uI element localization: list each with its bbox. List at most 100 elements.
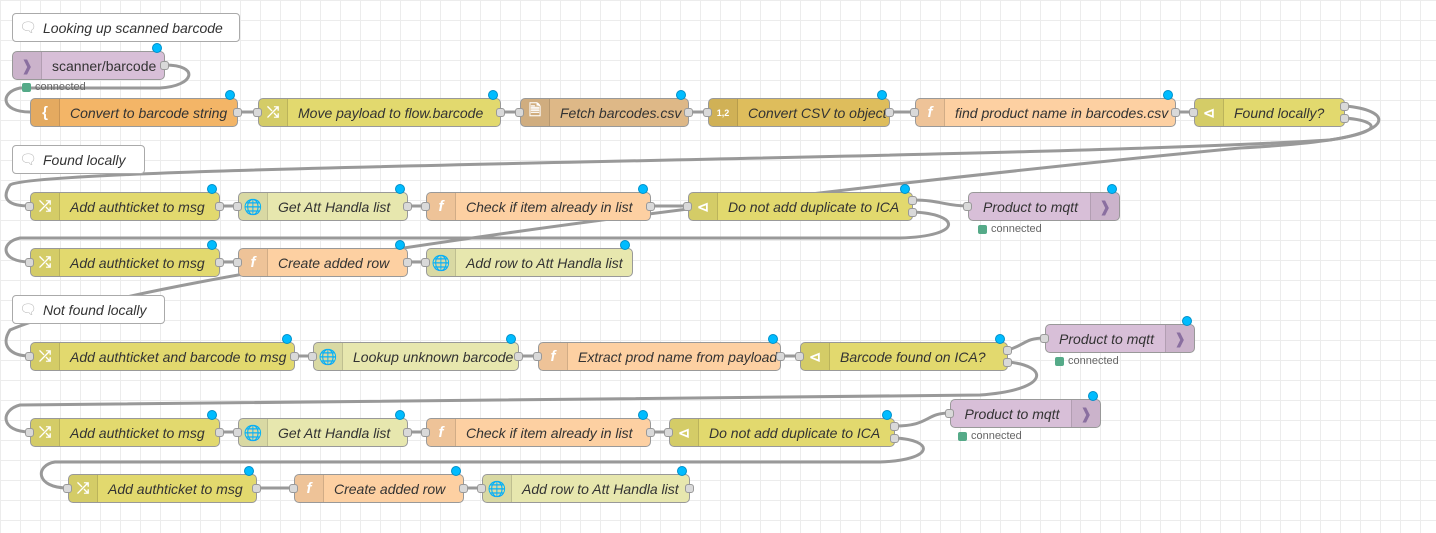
input-port[interactable]: [533, 352, 542, 361]
node-get-att-handla-list[interactable]: 🌐 Get Att Handla list: [238, 192, 408, 221]
input-port[interactable]: [664, 428, 673, 437]
node-add-authticket[interactable]: ⤮ Add authticket to msg: [68, 474, 257, 503]
output-port[interactable]: [1340, 114, 1349, 123]
node-barcode-found-switch[interactable]: ⊲ Barcode found on ICA?: [800, 342, 1008, 371]
node-get-att-handla-list[interactable]: 🌐 Get Att Handla list: [238, 418, 408, 447]
output-port[interactable]: [215, 258, 224, 267]
input-port[interactable]: [515, 108, 524, 117]
node-found-locally-switch[interactable]: ⊲ Found locally?: [1194, 98, 1345, 127]
input-port[interactable]: [1040, 334, 1049, 343]
output-port[interactable]: [684, 108, 693, 117]
output-port[interactable]: [233, 108, 242, 117]
node-scanner-barcode[interactable]: ❱ scanner/barcode: [12, 51, 165, 80]
output-port[interactable]: [215, 428, 224, 437]
output-port[interactable]: [685, 484, 694, 493]
status-scanner: connected: [22, 81, 86, 93]
output-port[interactable]: [215, 202, 224, 211]
node-product-to-mqtt[interactable]: Product to mqtt ❱: [1045, 324, 1195, 353]
output-port[interactable]: [403, 258, 412, 267]
node-fetch-barcodes[interactable]: 🗎 Fetch barcodes.csv: [520, 98, 689, 127]
output-port[interactable]: [885, 108, 894, 117]
input-port[interactable]: [795, 352, 804, 361]
output-port[interactable]: [908, 196, 917, 205]
changed-indicator: [395, 240, 405, 250]
output-port[interactable]: [908, 208, 917, 217]
input-port[interactable]: [25, 352, 34, 361]
node-add-row-list[interactable]: 🌐 Add row to Att Handla list: [426, 248, 633, 277]
node-move-payload[interactable]: ⤮ Move payload to flow.barcode: [258, 98, 501, 127]
input-port[interactable]: [233, 202, 242, 211]
output-port[interactable]: [403, 202, 412, 211]
input-port[interactable]: [421, 258, 430, 267]
node-check-item-in-list[interactable]: f Check if item already in list: [426, 418, 651, 447]
comment-icon: 🗨: [19, 151, 37, 167]
function-icon: f: [295, 475, 324, 502]
node-product-to-mqtt[interactable]: Product to mqtt ❱: [950, 399, 1101, 428]
comment-icon: 🗨: [19, 301, 37, 317]
input-port[interactable]: [945, 409, 954, 418]
input-port[interactable]: [233, 258, 242, 267]
node-add-authticket[interactable]: ⤮ Add authticket to msg: [30, 248, 220, 277]
output-port[interactable]: [646, 202, 655, 211]
comment-looking-up[interactable]: 🗨 Looking up scanned barcode: [12, 13, 240, 42]
input-port[interactable]: [25, 258, 34, 267]
output-port[interactable]: [1003, 358, 1012, 367]
input-port[interactable]: [25, 428, 34, 437]
node-add-authticket-barcode[interactable]: ⤮ Add authticket and barcode to msg: [30, 342, 295, 371]
node-lookup-unknown-barcode[interactable]: 🌐 Lookup unknown barcode: [313, 342, 519, 371]
switch-icon: ⊲: [689, 193, 718, 220]
node-create-added-row[interactable]: f Create added row: [238, 248, 408, 277]
node-product-to-mqtt[interactable]: Product to mqtt ❱: [968, 192, 1120, 221]
comment-found-locally[interactable]: 🗨 Found locally: [12, 145, 145, 174]
input-port[interactable]: [963, 202, 972, 211]
shuffle-icon: ⤮: [31, 343, 60, 370]
input-port[interactable]: [63, 484, 72, 493]
input-port[interactable]: [253, 108, 262, 117]
input-port[interactable]: [25, 202, 34, 211]
node-find-product-name[interactable]: f find product name in barcodes.csv: [915, 98, 1176, 127]
input-port[interactable]: [1189, 108, 1198, 117]
output-port[interactable]: [514, 352, 523, 361]
output-port[interactable]: [776, 352, 785, 361]
output-port[interactable]: [459, 484, 468, 493]
node-no-duplicate-switch[interactable]: ⊲ Do not add duplicate to ICA: [688, 192, 913, 221]
node-add-row-list[interactable]: 🌐 Add row to Att Handla list: [482, 474, 690, 503]
changed-indicator: [152, 43, 162, 53]
input-port[interactable]: [477, 484, 486, 493]
changed-indicator: [882, 410, 892, 420]
input-port[interactable]: [421, 428, 430, 437]
output-port[interactable]: [1003, 346, 1012, 355]
node-extract-prod-name[interactable]: f Extract prod name from payload: [538, 342, 781, 371]
output-port[interactable]: [403, 428, 412, 437]
output-port[interactable]: [646, 428, 655, 437]
changed-indicator: [1088, 391, 1098, 401]
switch-icon: ⊲: [801, 343, 830, 370]
node-create-added-row[interactable]: f Create added row: [294, 474, 464, 503]
shuffle-icon: ⤮: [259, 99, 288, 126]
input-port[interactable]: [421, 202, 430, 211]
node-convert-csv[interactable]: 1,2 Convert CSV to object: [708, 98, 890, 127]
node-convert-barcode-string[interactable]: { Convert to barcode string: [30, 98, 238, 127]
input-port[interactable]: [289, 484, 298, 493]
node-add-authticket[interactable]: ⤮ Add authticket to msg: [30, 192, 220, 221]
output-port[interactable]: [252, 484, 261, 493]
node-no-duplicate-switch[interactable]: ⊲ Do not add duplicate to ICA: [669, 418, 895, 447]
output-port[interactable]: [890, 422, 899, 431]
output-port[interactable]: [890, 434, 899, 443]
changed-indicator: [488, 90, 498, 100]
input-port[interactable]: [703, 108, 712, 117]
output-port[interactable]: [290, 352, 299, 361]
output-port[interactable]: [160, 61, 169, 70]
output-port[interactable]: [1171, 108, 1180, 117]
node-check-item-in-list[interactable]: f Check if item already in list: [426, 192, 651, 221]
shuffle-icon: ⤮: [69, 475, 98, 502]
changed-indicator: [638, 184, 648, 194]
output-port[interactable]: [496, 108, 505, 117]
node-add-authticket[interactable]: ⤮ Add authticket to msg: [30, 418, 220, 447]
comment-not-found-locally[interactable]: 🗨 Not found locally: [12, 295, 165, 324]
input-port[interactable]: [683, 202, 692, 211]
input-port[interactable]: [233, 428, 242, 437]
input-port[interactable]: [910, 108, 919, 117]
output-port[interactable]: [1340, 102, 1349, 111]
input-port[interactable]: [308, 352, 317, 361]
